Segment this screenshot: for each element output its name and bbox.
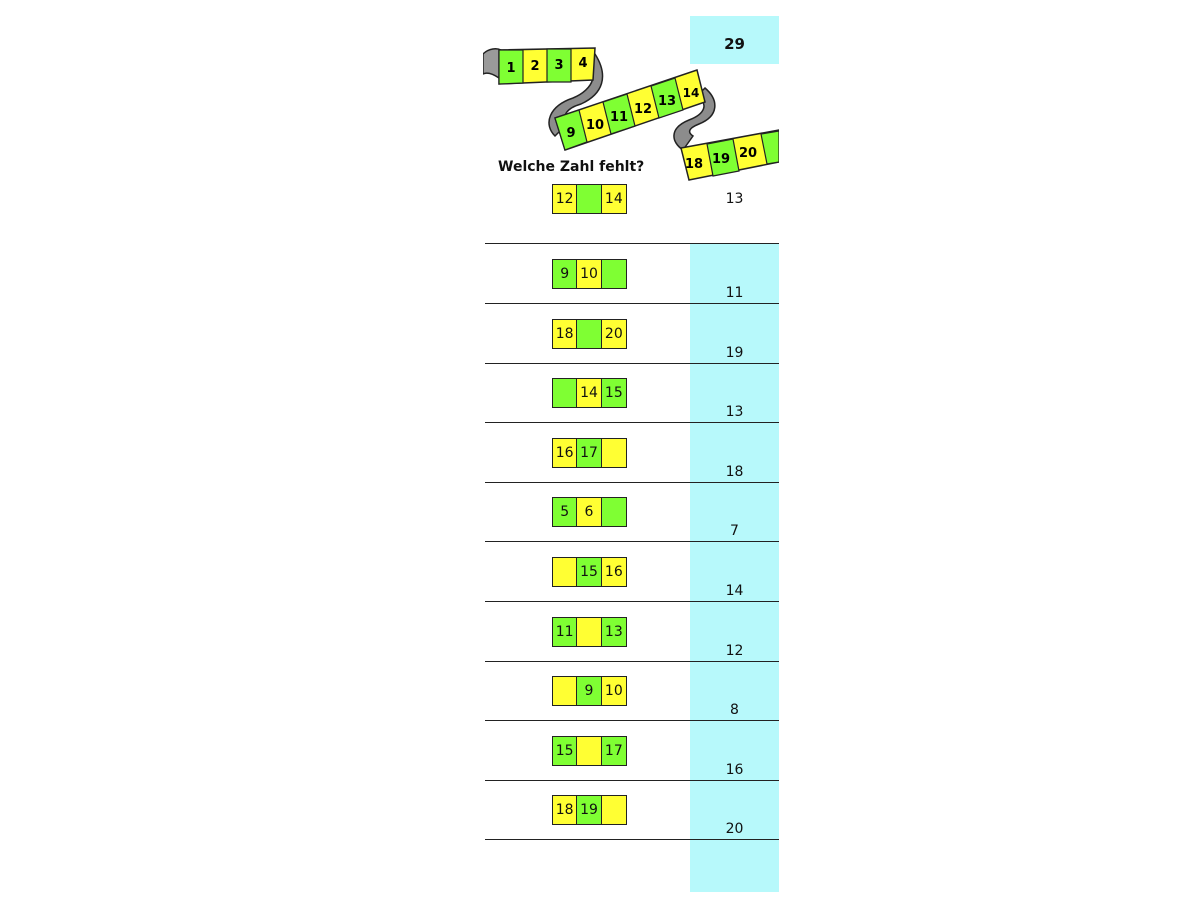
ribbon-number: 4 (578, 56, 587, 71)
task-2-answer: 19 (725, 344, 744, 361)
task-5-answer: 7 (730, 523, 739, 540)
missing-number-cell (601, 438, 626, 467)
ribbon-number: 9 (566, 126, 575, 141)
number-cell: 17 (601, 736, 626, 765)
answer-column (690, 244, 779, 892)
row-divider (485, 779, 779, 781)
question-text: Welche Zahl fehlt? (498, 159, 645, 175)
number-cell: 16 (553, 438, 578, 467)
ribbon-number: 13 (658, 94, 676, 109)
row-divider (485, 660, 779, 662)
row-divider (485, 720, 779, 722)
example-task-answer: 13 (725, 191, 744, 207)
ribbon-number: 18 (685, 157, 703, 172)
ribbon-segment-18-20: 18 19 20 (680, 129, 779, 181)
task-4-answer: 18 (725, 463, 744, 480)
task-7-boxes: 11 13 (552, 616, 627, 647)
ribbon-number: 10 (586, 118, 604, 133)
number-cell: 14 (601, 185, 626, 213)
ribbon-number: 11 (610, 110, 628, 125)
missing-number-cell (577, 617, 602, 646)
number-cell: 13 (601, 617, 626, 646)
number-cell: 10 (577, 260, 602, 288)
number-cell: 17 (577, 438, 602, 467)
page-number-box (690, 16, 779, 64)
number-cell: 10 (601, 677, 626, 706)
missing-number-cell (577, 185, 602, 213)
row-divider (485, 422, 779, 424)
number-cell: 16 (601, 558, 626, 586)
number-cell: 5 (553, 498, 578, 527)
number-cell: 11 (553, 617, 578, 646)
task-7-answer: 12 (725, 642, 744, 659)
number-cell: 18 (553, 796, 578, 825)
missing-number-cell (553, 558, 578, 586)
number-cell: 15 (577, 558, 602, 586)
ribbon-number: 2 (530, 59, 539, 74)
task-1-answer: 11 (725, 285, 744, 301)
missing-number-cell (601, 498, 626, 527)
task-6-answer: 14 (725, 583, 744, 599)
number-cell: 19 (577, 796, 602, 825)
number-cell: 20 (601, 319, 626, 348)
row-divider (485, 362, 779, 364)
row-divider (485, 481, 779, 483)
task-10-answer: 20 (725, 821, 744, 838)
ribbon-number: 12 (634, 102, 652, 117)
ribbon-number: 3 (554, 58, 563, 73)
row-divider (485, 243, 779, 244)
ribbon-number: 20 (739, 146, 757, 161)
number-cell: 6 (577, 498, 602, 527)
missing-number-cell (601, 260, 626, 288)
missing-number-cell (553, 379, 578, 408)
row-divider (485, 541, 779, 543)
ribbon-number: 14 (683, 86, 700, 100)
missing-number-cell (577, 736, 602, 765)
example-task-boxes: 12 14 (552, 184, 627, 214)
row-divider (485, 839, 779, 841)
number-ribbon-illustration: 1 2 3 4 9 10 11 12 13 14 18 19 20 (483, 47, 779, 181)
missing-number-cell (601, 796, 626, 825)
number-cell: 12 (553, 185, 578, 213)
missing-number-cell (553, 677, 578, 706)
number-cell: 18 (553, 319, 578, 348)
missing-number-cell (577, 319, 602, 348)
number-cell: 14 (577, 379, 602, 408)
task-9-answer: 16 (725, 761, 744, 778)
row-divider (485, 601, 779, 602)
ribbon-segment-9-14: 9 10 11 12 13 14 (554, 69, 706, 151)
number-cell: 15 (601, 379, 626, 408)
number-cell: 9 (553, 260, 578, 288)
number-cell: 9 (577, 677, 602, 706)
row-divider (485, 303, 779, 304)
ribbon-number: 19 (712, 152, 730, 167)
ribbon-segment-1-4: 1 2 3 4 (498, 47, 596, 85)
task-8-answer: 8 (730, 702, 739, 719)
task-3-answer: 13 (725, 404, 744, 421)
page-number: 29 (724, 35, 745, 53)
number-cell: 15 (553, 736, 578, 765)
ribbon-number: 1 (506, 61, 515, 76)
